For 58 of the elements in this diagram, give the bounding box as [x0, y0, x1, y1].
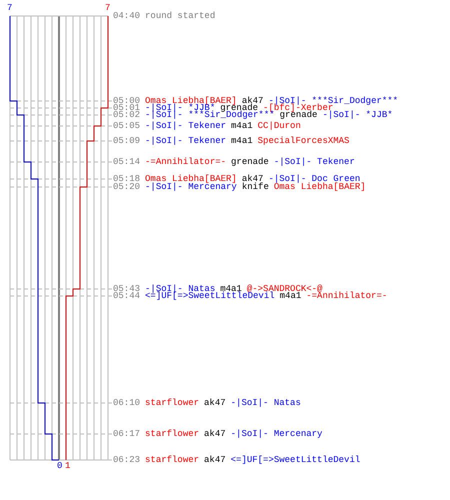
player-name: -=Annihilator=- [306, 292, 388, 300]
player-name: -|SoI|- Mercenary [145, 183, 237, 191]
timestamp: 05:14 [113, 158, 140, 166]
player-name: CC|Duron [258, 122, 301, 130]
timestamp: 04:40 [113, 12, 140, 20]
player-name: -|SoI|- Tekener [145, 122, 226, 130]
timestamp: 05:01 [113, 104, 140, 112]
player-name: -|SoI|- *JJB* [322, 111, 393, 119]
weapon-name: ak47 [242, 175, 264, 183]
player-name: @->SANDROCK<-@ [246, 285, 322, 293]
timestamp: 05:09 [113, 137, 140, 145]
weapon-name: ak47 [204, 430, 226, 438]
count-label: 7 [7, 4, 12, 12]
player-name: <=]UF[=>SweetLittleDevil [230, 456, 360, 464]
player-name: -|SoI|- *JJB* [145, 104, 216, 112]
timestamp: 05:18 [113, 175, 140, 183]
player-name: -|SoI|- Mercenary [230, 430, 322, 438]
event-text: round started [145, 12, 216, 20]
timestamp: 05:05 [113, 122, 140, 130]
player-name: <=]UF[=>SweetLittleDevil [145, 292, 275, 300]
timestamp: 05:00 [113, 97, 140, 105]
player-name: Omas Liebha[BAER] [145, 175, 237, 183]
weapon-name: ak47 [242, 97, 264, 105]
player-name: -[bfc]-Xerber [263, 104, 334, 112]
player-name: -|SoI|- Natas [230, 399, 301, 407]
timestamp: 06:23 [113, 456, 140, 464]
timestamp: 05:43 [113, 285, 140, 293]
weapon-name: ak47 [204, 399, 226, 407]
weapon-name: grenade [280, 111, 318, 119]
weapon-name: ak47 [204, 456, 226, 464]
weapon-name: grenade [220, 104, 258, 112]
weapon-name: grenade [231, 158, 269, 166]
player-name: Omas Liebha[BAER] [274, 183, 366, 191]
timestamp: 05:02 [113, 111, 140, 119]
player-name: starflower [145, 456, 200, 464]
player-name: -|SoI|- Tekener [274, 158, 355, 166]
weapon-name: knife [242, 183, 269, 191]
weapon-name: m4a1 [231, 122, 253, 130]
player-name: -|SoI|- ***Sir_Dodger*** [268, 97, 398, 105]
timestamp: 06:17 [113, 430, 140, 438]
count-label: 7 [105, 4, 110, 12]
player-name: -|SoI|- Natas [145, 285, 216, 293]
timestamp: 05:20 [113, 183, 140, 191]
player-name: SpecialForcesXMAS [258, 137, 350, 145]
player-name: -|SoI|- Doc Green [268, 175, 360, 183]
weapon-name: m4a1 [220, 285, 242, 293]
weapon-name: m4a1 [231, 137, 253, 145]
player-name: starflower [145, 399, 200, 407]
player-name: Omas Liebha[BAER] [145, 97, 237, 105]
count-label: 0 [57, 462, 62, 470]
timestamp: 06:10 [113, 399, 140, 407]
count-label: 1 [65, 462, 70, 470]
player-name: -|SoI|- Tekener [145, 137, 226, 145]
timestamp: 05:44 [113, 292, 140, 300]
player-name: -|SoI|- ***Sir_Dodger*** [145, 111, 275, 119]
weapon-name: m4a1 [280, 292, 302, 300]
player-name: -=Annihilator=- [145, 158, 226, 166]
player-name: starflower [145, 430, 200, 438]
